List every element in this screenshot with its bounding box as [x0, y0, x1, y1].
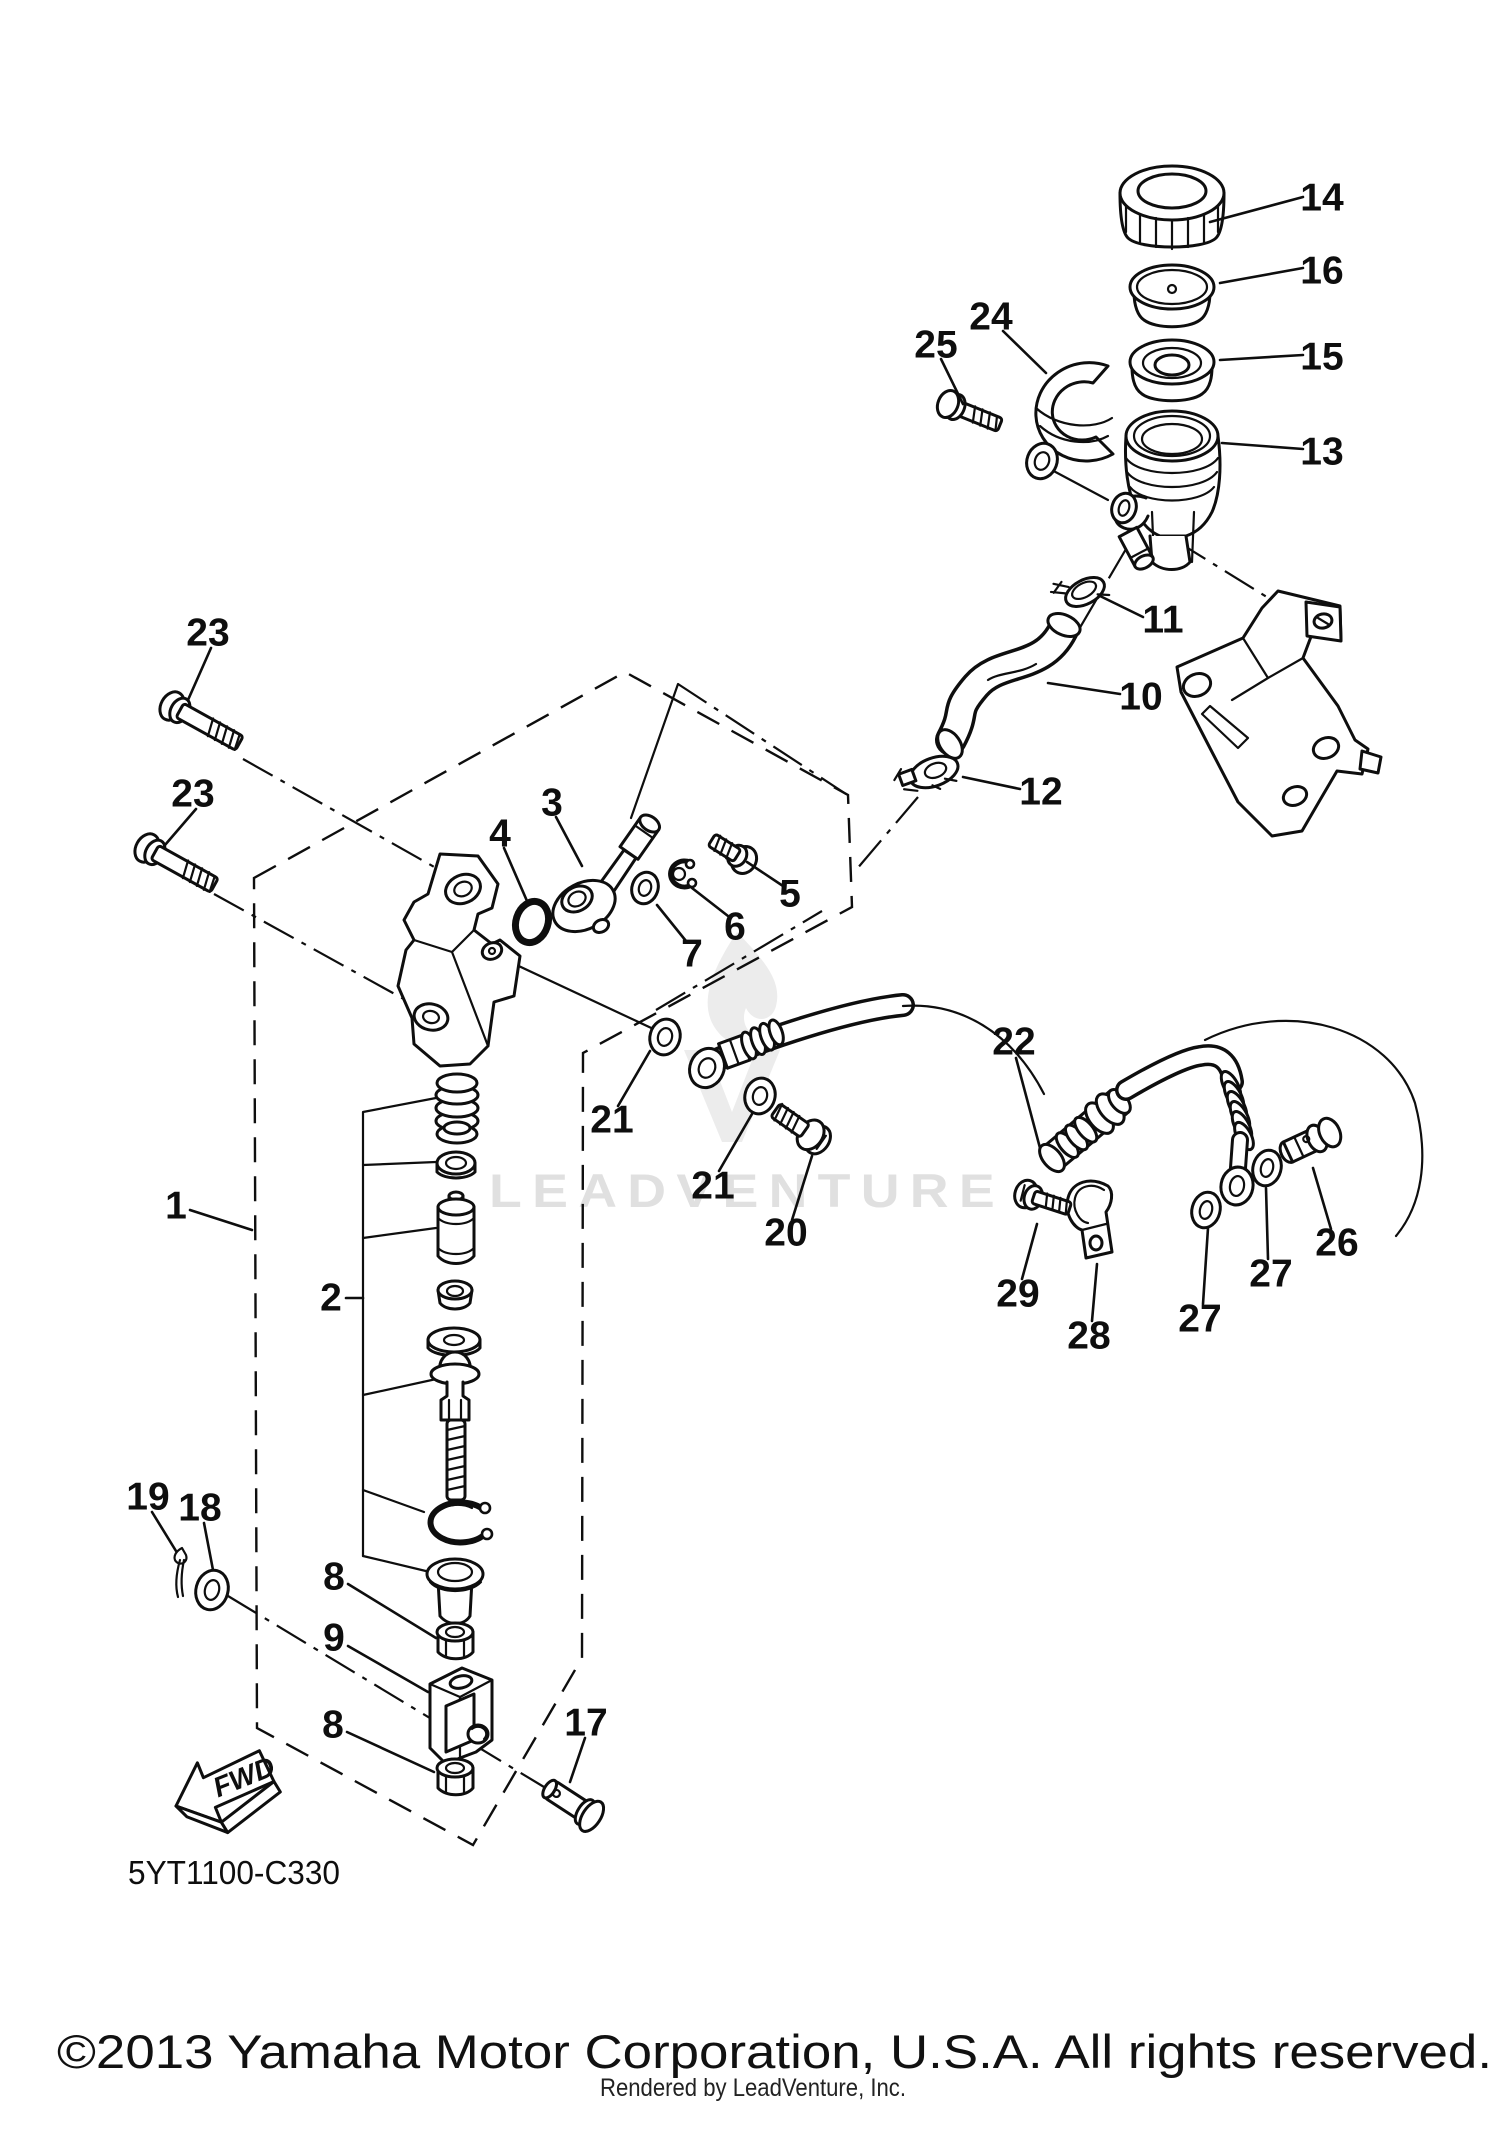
part-6-e-ring	[668, 858, 698, 890]
fwd-arrow: FWD	[174, 1749, 282, 1835]
part-2-seal-washer	[435, 1150, 477, 1180]
part-9-clevis-joint	[428, 1666, 494, 1766]
callout-part-8-31[interactable]: 8	[322, 1704, 344, 1747]
part-7-washer	[630, 870, 660, 906]
callout-part-23-10[interactable]: 23	[171, 773, 214, 816]
part-1-master-cylinder-body	[396, 852, 522, 1068]
diagram-code: 5YT1100-C330	[128, 1854, 340, 1891]
callout-part-5-13[interactable]: 5	[779, 873, 801, 916]
rendered-by-text: Rendered by LeadVenture, Inc.	[600, 2074, 906, 2102]
part-26-joint-bolt	[1278, 1116, 1343, 1164]
part-14-reservoir-cap	[1118, 164, 1226, 251]
part-22-adjuster	[1038, 1088, 1132, 1174]
callout-part-12-8[interactable]: 12	[1019, 771, 1062, 814]
callout-part-6-14[interactable]: 6	[724, 906, 746, 949]
part-12-hose-clamp	[893, 754, 960, 792]
reservoir-bracket	[1175, 589, 1383, 838]
part-19-cotter-pin	[173, 1546, 188, 1599]
part-4-o-ring	[511, 897, 553, 947]
part-2-piston	[436, 1190, 476, 1265]
copyright-text: ©2013 Yamaha Motor Corporation, U.S.A. A…	[57, 2025, 1492, 2078]
callout-part-7-15[interactable]: 7	[681, 933, 703, 976]
callout-part-1-20[interactable]: 1	[165, 1185, 187, 1228]
callout-part-20-18[interactable]: 20	[764, 1212, 807, 1255]
part-3-nipple	[618, 813, 662, 861]
callout-part-19-27[interactable]: 19	[126, 1476, 169, 1519]
part-28-clamp	[1065, 1179, 1114, 1260]
callout-part-3-11[interactable]: 3	[541, 782, 563, 825]
callout-part-24-4[interactable]: 24	[969, 296, 1013, 339]
callout-part-25-5[interactable]: 25	[914, 324, 957, 367]
part-29-bolt	[1013, 1178, 1073, 1216]
callout-part-2-21[interactable]: 2	[320, 1277, 342, 1320]
callout-part-22-19[interactable]: 22	[992, 1021, 1035, 1064]
callout-part-15-2[interactable]: 15	[1300, 336, 1343, 379]
alignment-lines	[213, 466, 1271, 1788]
callout-part-26-22[interactable]: 26	[1315, 1222, 1358, 1265]
part-10-hose	[935, 612, 1082, 760]
part-27-washer-lower	[1190, 1190, 1222, 1230]
callout-part-4-12[interactable]: 4	[489, 813, 511, 856]
assembly-dashed-box	[252, 670, 854, 1847]
part-2-cup-seal	[436, 1279, 474, 1311]
part-23-bolt-lower	[133, 832, 219, 893]
part-2-push-rod	[429, 1350, 481, 1502]
callout-part-21-17[interactable]: 21	[691, 1165, 734, 1208]
cap-knurls	[1124, 204, 1220, 251]
part-8-nut-upper	[435, 1621, 475, 1661]
callout-part-10-7[interactable]: 10	[1119, 676, 1162, 719]
part-23-bolt-upper	[158, 690, 244, 751]
part-20-banjo-bolt	[770, 1102, 832, 1156]
callout-part-11-6[interactable]: 11	[1142, 599, 1183, 642]
part-25-bolt	[935, 388, 1004, 433]
callout-part-23-9[interactable]: 23	[186, 612, 229, 655]
callout-part-27-23[interactable]: 27	[1249, 1253, 1292, 1296]
callout-part-16-1[interactable]: 16	[1300, 250, 1343, 293]
callout-part-9-30[interactable]: 9	[323, 1617, 345, 1660]
part-3-joint	[551, 813, 662, 934]
callout-part-17-32[interactable]: 17	[564, 1702, 607, 1745]
part-17-clevis-pin	[541, 1778, 606, 1833]
boot-holder-bushing	[425, 1557, 485, 1625]
part-11-hose-clamp	[1049, 576, 1111, 608]
part-15-diaphragm	[1128, 338, 1216, 403]
part-21-washer-right	[743, 1076, 777, 1116]
part-5-union-bolt	[707, 833, 759, 875]
leader-lines	[150, 195, 1333, 1784]
part-24-reservoir-boot	[1025, 361, 1115, 481]
part-13-outlet-nipple	[1117, 525, 1155, 571]
part-2-snap-ring	[427, 1499, 494, 1546]
callout-part-8-29[interactable]: 8	[323, 1556, 345, 1599]
callout-part-14-0[interactable]: 14	[1300, 177, 1344, 220]
callout-part-21-16[interactable]: 21	[590, 1099, 633, 1142]
callout-part-13-3[interactable]: 13	[1300, 431, 1343, 474]
part-16-diaphragm-plate	[1128, 263, 1216, 329]
callout-part-28-25[interactable]: 28	[1067, 1315, 1110, 1358]
leadventure-text-watermark: LEADVENTURE	[489, 1164, 1005, 1217]
part-27-washer-upper	[1251, 1148, 1283, 1188]
part-13-reservoir	[1110, 409, 1222, 571]
part-8-nut-lower	[435, 1757, 475, 1797]
callout-part-29-26[interactable]: 29	[996, 1273, 1039, 1316]
callout-part-18-28[interactable]: 18	[178, 1487, 221, 1530]
part-22-spring-guard	[1219, 1069, 1255, 1152]
part-2-spring	[434, 1072, 480, 1145]
part2-kit-bracket-line	[361, 1096, 443, 1574]
callout-part-27-24[interactable]: 27	[1178, 1298, 1221, 1341]
part-21-washer-left	[648, 1017, 682, 1057]
part-18-washer	[194, 1568, 230, 1612]
part-22-brake-hose	[688, 993, 1424, 1238]
